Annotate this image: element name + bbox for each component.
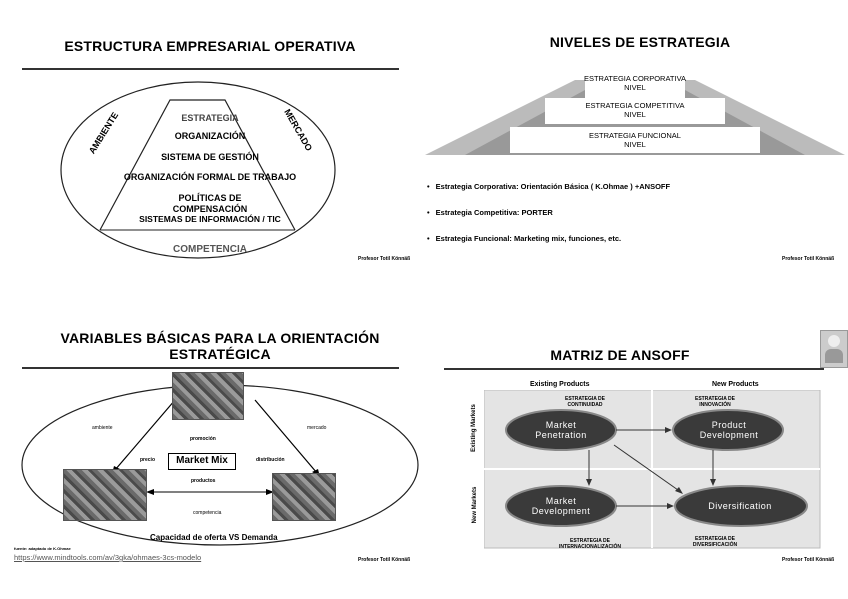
- slide4-title-rule: [444, 368, 824, 370]
- bullet-dot-icon: •: [427, 208, 430, 217]
- slide3-photo-right: [272, 473, 336, 521]
- slide3-source: fuente: adaptado de K.Ohmae: [14, 546, 71, 551]
- slide3-title-line2: ESTRATÉGICA: [169, 346, 271, 362]
- slide1-layer-1: ORGANIZACIÓN: [174, 131, 246, 141]
- slide2-level-0-sub: NIVEL: [624, 83, 646, 92]
- slide3-label-precio: precio: [140, 457, 156, 463]
- slide3-title-line1: VARIABLES BÁSICAS PARA LA ORIENTACIÓN: [60, 330, 380, 346]
- slide1-layer-2: SISTEMA DE GESTIÓN: [161, 152, 259, 162]
- avatar-icon: [820, 330, 848, 368]
- bullet-dot-icon: •: [427, 182, 430, 191]
- slide2-level-1-sub: NIVEL: [624, 110, 646, 119]
- slide3-label-distribucion: distribución: [256, 457, 285, 463]
- slide3-link[interactable]: https://www.mindtools.com/av/3gka/ohmaes…: [14, 553, 202, 562]
- slide4-cell-1: Product Development: [699, 420, 759, 440]
- slide1-competencia: COMPETENCIA: [173, 244, 247, 255]
- slide1-layer-5: SISTEMAS DE INFORMACIÓN / TIC: [139, 214, 281, 224]
- slide2-bullet-2: • Estrategia Funcional: Marketing mix, f…: [427, 234, 621, 243]
- slide3-footer: Profesor Totil Könnäß: [358, 557, 411, 563]
- slide2-footer: Profesor Totil Könnäß: [782, 256, 835, 262]
- slide1-layer-4: POLÍTICAS DE COMPENSACIÓN: [172, 193, 248, 214]
- slide2-bullet-1-text: Estrategia Competitiva: PORTER: [435, 208, 553, 217]
- slide4-tag-1: ESTRATEGIA DE INNOVACIÓN: [694, 396, 735, 408]
- slide2-level-0: ESTRATEGIA CORPORATIVA NIVEL: [565, 74, 705, 92]
- slide2-level-2: ESTRATEGIA FUNCIONAL NIVEL: [560, 131, 710, 149]
- slide4-col-existing: Existing Products: [530, 381, 590, 388]
- bullet-dot-icon: •: [427, 234, 430, 243]
- slide1-layer-0: ESTRATEGIA: [181, 113, 239, 123]
- slide3-photo-top: [172, 372, 244, 420]
- slide2-bullet-1: • Estrategia Competitiva: PORTER: [427, 208, 553, 217]
- slide2-level-1: ESTRATEGIA COMPETITIVA NIVEL: [560, 101, 710, 119]
- slide3-capacidad: Capacidad de oferta VS Demanda: [150, 533, 278, 542]
- slide1-layer-3: ORGANIZACIÓN FORMAL DE TRABAJO: [123, 172, 297, 182]
- slide3-label-promocion: promoción: [190, 436, 216, 442]
- slide1-title-rule: [22, 68, 399, 70]
- slide3-label-productos: productos: [191, 478, 216, 484]
- slide1-title: ESTRUCTURA EMPRESARIAL OPERATIVA: [64, 38, 356, 54]
- slide4-cell-0: Market Penetration: [535, 420, 587, 440]
- slide2-bullet-0-text: Estrategia Corporativa: Orientación Bási…: [435, 182, 671, 191]
- slide4-tag-2: ESTRATEGIA DE INTERNACIONALIZACIÓN: [559, 538, 621, 550]
- slide2-title: NIVELES DE ESTRATEGIA: [549, 34, 731, 50]
- slide2-level-2-name: ESTRATEGIA FUNCIONAL: [589, 131, 681, 140]
- slide3-photo-left: [63, 469, 147, 521]
- slide2-level-0-name: ESTRATEGIA CORPORATIVA: [583, 74, 687, 83]
- slide2-pyramid: [425, 70, 845, 155]
- slide4-col-new: New Products: [712, 381, 759, 388]
- slide4-tag-0: ESTRATEGIA DE CONTINUIDAD: [564, 396, 605, 408]
- slide3-market-mix: Market Mix: [168, 453, 236, 470]
- slide2-bullet-0: • Estrategia Corporativa: Orientación Bá…: [427, 182, 670, 191]
- slide2-level-1-name: ESTRATEGIA COMPETITIVA: [585, 101, 685, 110]
- slide2-level-2-sub: NIVEL: [624, 140, 646, 149]
- slide4-cell-2: Market Development: [531, 496, 591, 516]
- slide3-title-rule: [22, 367, 399, 369]
- slide4-matrix: [484, 390, 821, 549]
- slide3-label-competencia: competencia: [193, 510, 222, 516]
- slide1-diagram: [60, 81, 336, 259]
- slide3-label-mercado: mercado: [307, 425, 327, 431]
- slide4-footer: Profesor Totil Könnäß: [782, 557, 835, 563]
- slide4-title: MATRIZ DE ANSOFF: [550, 347, 690, 363]
- slide4-cell-3: Diversification: [708, 501, 772, 511]
- slide4-row-new: New Markets: [472, 486, 478, 524]
- slide3-label-ambiente: ambiente: [92, 425, 113, 431]
- slide1-footer: Profesor Totil Könnäß: [358, 256, 411, 262]
- slide2-bullet-2-text: Estrategia Funcional: Marketing mix, fun…: [435, 234, 622, 243]
- slide4-tag-3: ESTRATEGIA DE DIVERSIFICACIÓN: [692, 536, 738, 548]
- slide4-row-existing: Existing Markets: [471, 404, 477, 452]
